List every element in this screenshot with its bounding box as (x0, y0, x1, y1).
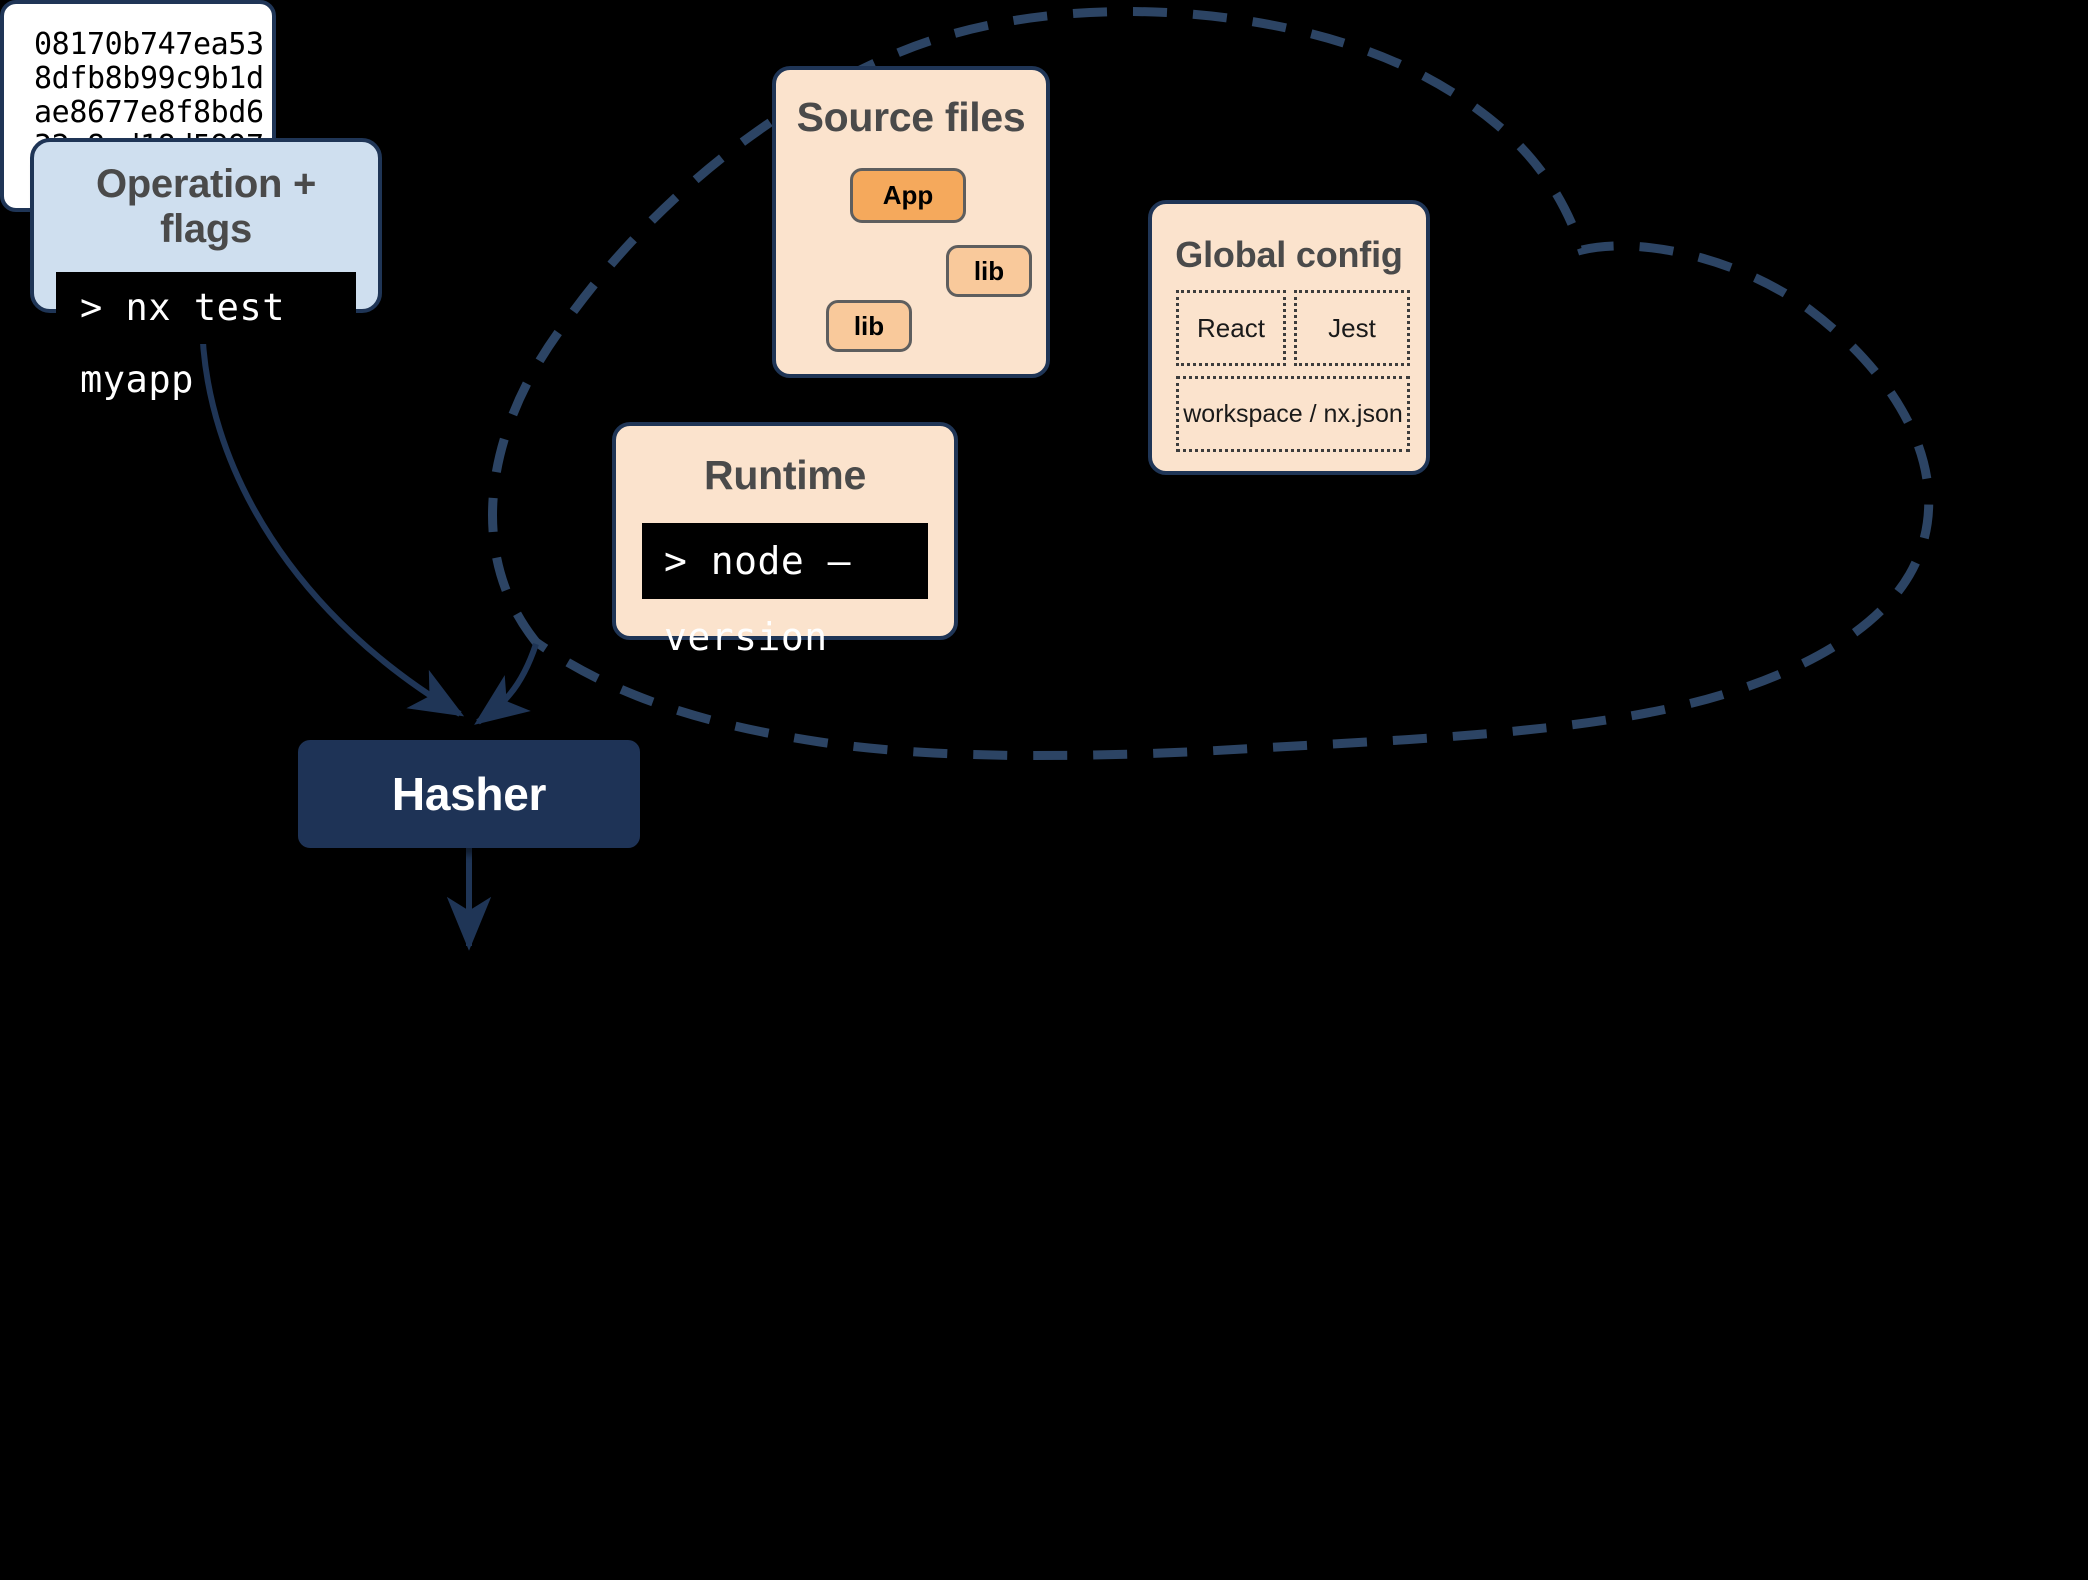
edge-operation-to-hasher (199, 315, 465, 717)
source-node-app[interactable]: App (850, 168, 966, 223)
runtime-title: Runtime (704, 452, 866, 498)
source-files-title: Source files (796, 94, 1026, 140)
source-node-lib-right[interactable]: lib (946, 245, 1032, 297)
global-config-grid: React Jest workspace / nx.json (1176, 290, 1410, 452)
operation-flags-node[interactable]: Operation + flags > nx test myapp (30, 138, 382, 401)
hash-line: ae8677e8f8bd6 (34, 95, 264, 130)
operation-title: Operation + flags (95, 162, 317, 251)
runtime-node[interactable]: Runtime > node –version (612, 422, 958, 659)
operation-command-terminal: > nx test myapp (56, 272, 356, 401)
edge-inputs-to-hasher (474, 643, 539, 725)
config-cell-workspace-nxjson[interactable]: workspace / nx.json (1176, 376, 1410, 452)
source-files-node[interactable]: Source files (772, 66, 1050, 378)
hasher-node[interactable]: Hasher (298, 740, 640, 848)
runtime-command-terminal: > node –version (642, 523, 928, 659)
global-config-title: Global config (1175, 234, 1403, 275)
source-node-lib-left[interactable]: lib (826, 300, 912, 352)
config-cell-jest[interactable]: Jest (1294, 290, 1410, 366)
global-config-node[interactable]: Global config React Jest workspace / nx.… (1148, 200, 1430, 475)
hash-line: 8dfb8b99c9b1d (34, 61, 264, 96)
config-cell-react[interactable]: React (1176, 290, 1286, 366)
hasher-label: Hasher (391, 768, 547, 820)
hash-line: 08170b747ea53 (34, 27, 264, 62)
